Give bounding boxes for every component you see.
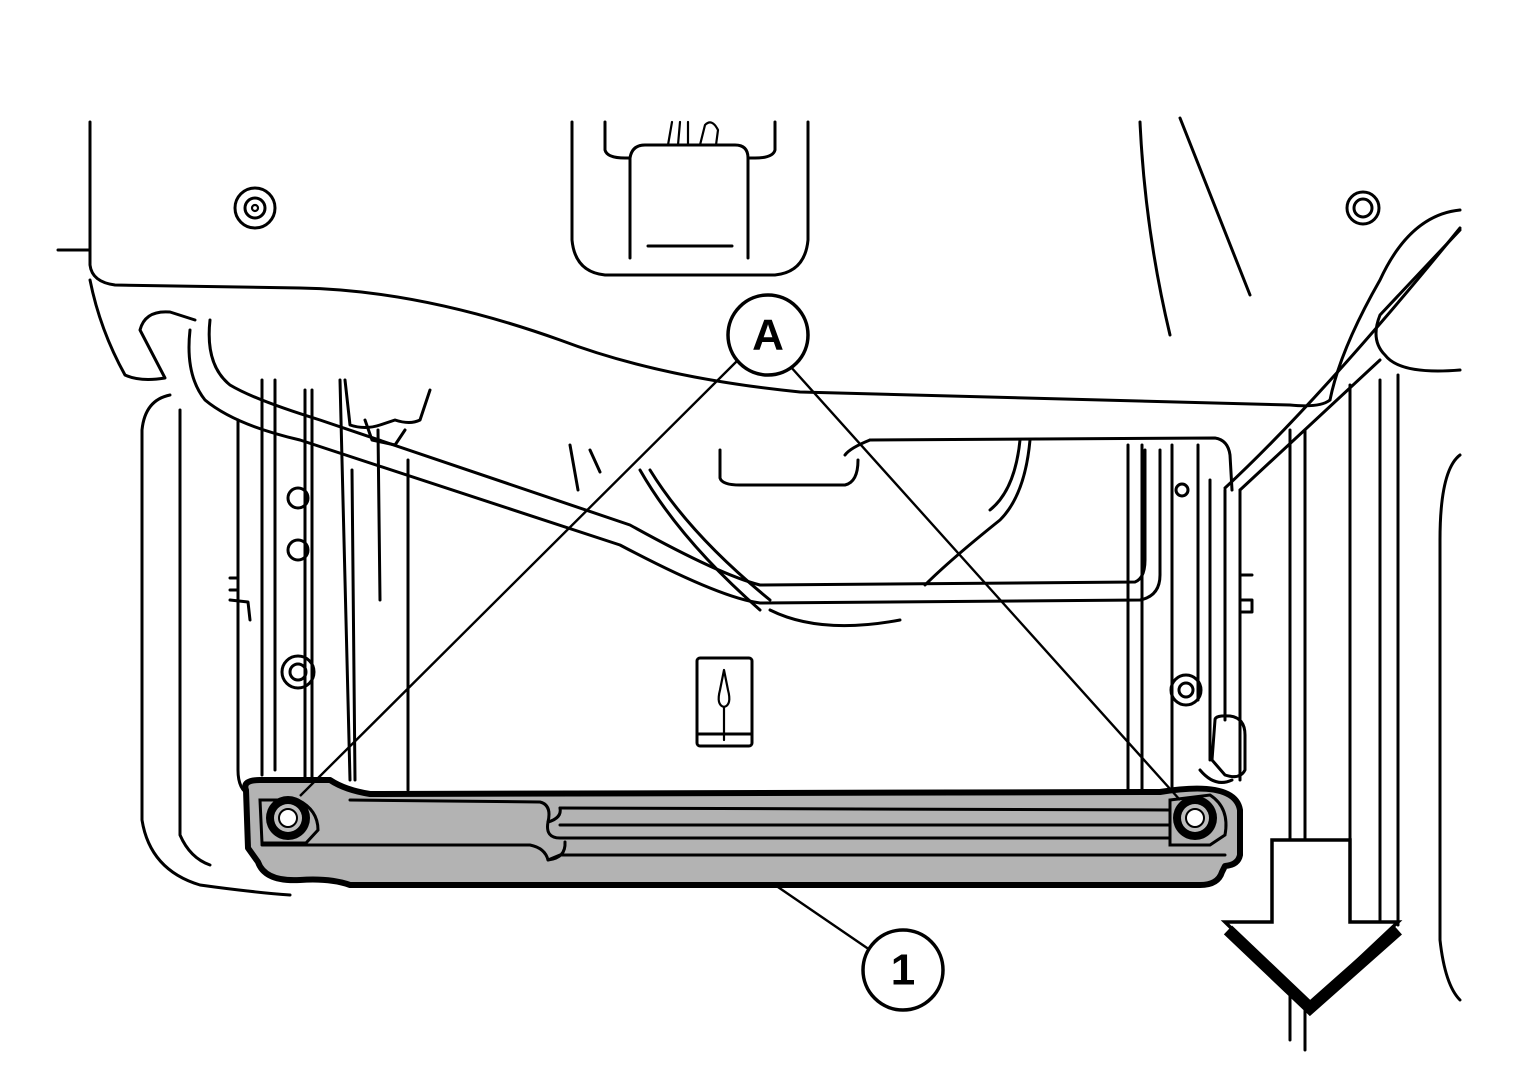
top-left-bolt [233, 186, 277, 230]
callout-a: A [726, 293, 810, 377]
seat-base-panel [56, 116, 1462, 408]
center-tray [568, 436, 1234, 628]
right-side-trim [1223, 226, 1462, 1052]
left-outer-trim [140, 393, 292, 897]
part-1-cover [242, 777, 1243, 888]
right-seat-rail [1126, 443, 1254, 792]
left-seat-rail [228, 378, 432, 797]
top-right-bolt [1345, 190, 1381, 226]
connector-housing [570, 120, 810, 277]
callout-1: 1 [861, 928, 945, 1012]
bolt-left [258, 796, 320, 845]
callout-leaders [299, 359, 1181, 951]
down-arrow-icon [1220, 838, 1403, 1017]
callout-1-label: 1 [891, 946, 915, 995]
bolt-right [1168, 793, 1228, 847]
seat-adjust-bar [187, 318, 1162, 605]
center-label-plate [695, 656, 754, 748]
callout-a-label: A [752, 311, 784, 360]
